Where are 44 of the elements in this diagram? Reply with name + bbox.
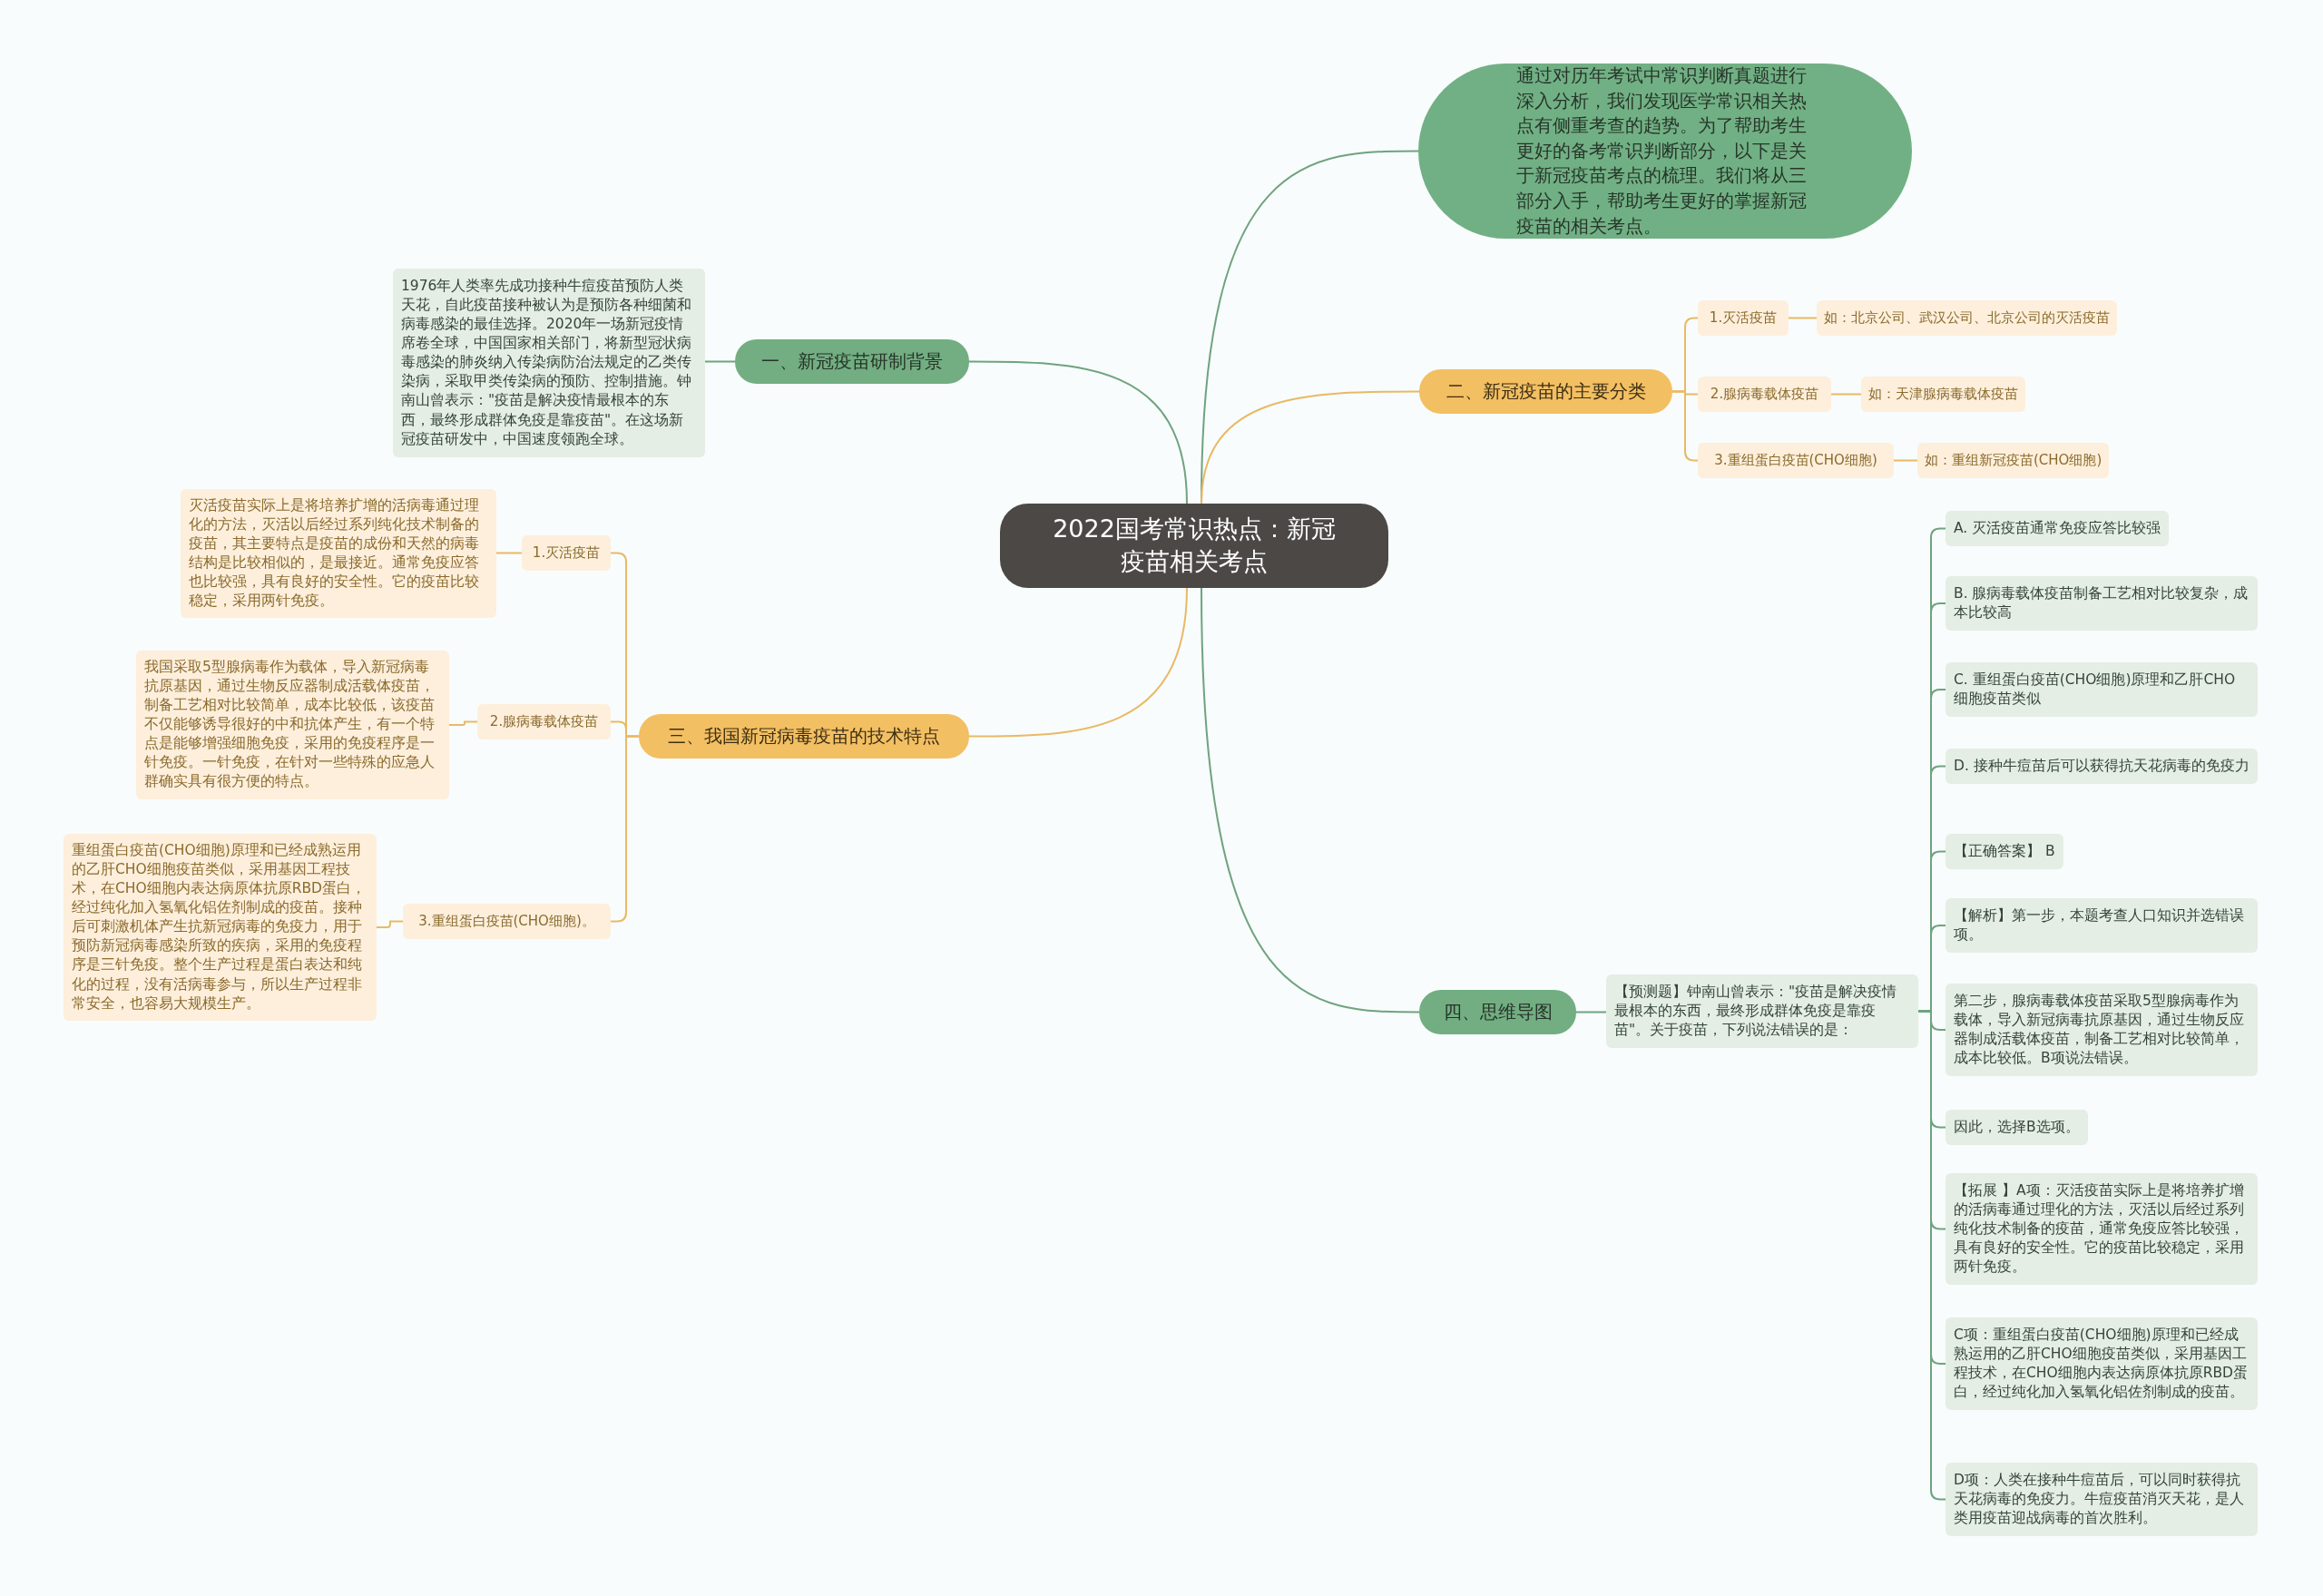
explanation-box: 【解析】第一步，本题考查人口知识并选错误项。 <box>1946 898 2258 954</box>
intro-bubble: 通过对历年考试中常识判断真题进行深入分析，我们发现医学常识相关热点有侧重考查的趋势。为了帮助考生更好的备考常识判断部分，以下是关于新冠疫苗考点的梳理。我们将从三部分入手，帮助考生更好的掌握新冠疫苗的相关考点。 <box>1418 64 1912 240</box>
connector-line <box>376 920 404 928</box>
explanation-box: 【拓展 】A项：灭活疫苗实际上是将培养扩增的活病毒通过理化的方法，灭活以后经过系列纯化技术制备的疫苗，通常免疫应答比较强，具有良好的安全性。它的疫苗比较稳定，采用两针免疫。 <box>1946 1173 2258 1286</box>
branch-topic: 三、我国新冠病毒疫苗的技术特点 <box>639 714 969 759</box>
question-box: 【预测题】钟南山曾表示："疫苗是解决疫情最根本的东西，最终形成群体免疫是靠疫苗"。关于疫苗，下列说法错误的是： <box>1606 974 1918 1049</box>
branch-topic: 二、新冠疫苗的主要分类 <box>1419 369 1672 414</box>
connector-line <box>1575 1011 1607 1013</box>
example-box: 如：天津腺病毒载体疫苗 <box>1861 377 2025 412</box>
option-box: A. 灭活疫苗通常免疫应答比较强 <box>1946 511 2170 546</box>
example-box: 如：重组新冠疫苗(CHO细胞) <box>1917 443 2110 478</box>
subtopic-box: 3.重组蛋白疫苗(CHO细胞) <box>1698 443 1894 478</box>
note-box: 1976年人类率先成功接种牛痘疫苗预防人类天花，自此疫苗接种被认为是预防各种细菌和病毒感染的最佳选择。2020年一场新冠疫情席卷全球，中国国家相关部门，将新型冠状病毒感染的肺炎纳入传染病防治法规定的乙类传染病，采取甲类传染病的预防、控制措施。钟南山曾表示："疫苗是解决疫情最根本的东西，最终形成群体免疫是靠疫苗"。在这场新冠疫苗研发中，中国速度领跑全球。 <box>393 269 705 457</box>
example-box: 如：北京公司、武汉公司、北京公司的灭活疫苗 <box>1817 300 2117 336</box>
explanation-box: C项：重组蛋白疫苗(CHO细胞)原理和已经成熟运用的乙肝CHO细胞疫苗类似，采用基因工程技术，在CHO细胞内表达病原体抗原RBD蛋白，经过纯化加入氢氧化铝佐剂制成的疫苗。 <box>1946 1317 2258 1411</box>
connector-line <box>1671 390 1699 462</box>
connector-line <box>448 720 478 726</box>
connector-line <box>968 587 1188 738</box>
subtopic-box: 2.腺病毒载体疫苗 <box>1698 377 1831 412</box>
option-box: D. 接种牛痘苗后可以获得抗天花病毒的免疫力 <box>1946 749 2258 785</box>
branch-topic: 一、新冠疫苗研制背景 <box>735 339 969 384</box>
note-box: 重组蛋白疫苗(CHO细胞)原理和已经成熟运用的乙肝CHO细胞疫苗类似，采用基因工程技术，在CHO细胞内表达病原体抗原RBD蛋白，经过纯化加入氢氧化铝佐剂制成的疫苗。接种后可刺激机体产生抗新冠病毒的免疫力，用于预防新冠病毒感染所致的疾病，采用的免疫程序是三针免疫。整个生产过程是蛋白表达和纯化的过程，没有活病毒参与，所以生产过程非常安全，也容易大规模生产。 <box>64 834 377 1021</box>
connector-line <box>1830 393 1862 396</box>
note-box: 我国采取5型腺病毒作为载体，导入新冠病毒抗原基因，通过生物反应器制成活载体疫苗，制备工艺相对比较简单，成本比较低，该疫苗不仅能够诱导很好的中和抗体产生，有一个特点是能够增强细胞免疫，采用的免疫程序是一针免疫。一针免疫，在针对一些特殊的应急人群确实具有很方便的特点。 <box>136 651 449 799</box>
note-box: 灭活疫苗实际上是将培养扩增的活病毒通过理化的方法，灭活以后经过系列纯化技术制备的疫苗，其主要特点是疫苗的成份和天然的病毒结构是比较相似的，是最接近。通常免疫应答也比较强，具有良好的安全性。它的疫苗比较稳定，采用两针免疫。 <box>181 489 496 619</box>
option-box: B. 腺病毒载体疫苗制备工艺相对比较复杂，成本比较高 <box>1946 576 2258 632</box>
central-topic: 2022国考常识热点：新冠疫苗相关考点 <box>1000 504 1388 588</box>
subtopic-box: 1.灭活疫苗 <box>1698 300 1789 336</box>
subtopic-box: 3.重组蛋白疫苗(CHO细胞)。 <box>403 904 611 939</box>
subtopic-box: 1.灭活疫苗 <box>522 535 611 571</box>
connector-line <box>1201 390 1420 504</box>
connector-line <box>495 552 523 554</box>
option-box: C. 重组蛋白疫苗(CHO细胞)原理和乙肝CHO细胞疫苗类似 <box>1946 662 2258 718</box>
connector-line <box>704 360 736 363</box>
explanation-box: 第二步，腺病毒载体疫苗采取5型腺病毒作为载体，导入新冠病毒抗原基因，通过生物反应器制成活载体疫苗，制备工艺相对比较简单，成本比较低。B项说法错误。 <box>1946 984 2258 1077</box>
branch-topic: 四、思维导图 <box>1419 990 1576 1034</box>
connector-line <box>1201 587 1420 1013</box>
explanation-box: D项：人类在接种牛痘苗后，可以同时获得抗天花病毒的免疫力。牛痘疫苗消灭天花，是人类用疫苗迎战病毒的首次胜利。 <box>1946 1463 2258 1537</box>
connector-line <box>968 360 1188 504</box>
answer-box: 【正确答案】 B <box>1946 834 2063 869</box>
subtopic-box: 2.腺病毒载体疫苗 <box>477 704 611 739</box>
connector-line <box>1788 317 1818 319</box>
connector-line <box>1893 459 1918 462</box>
conclusion-box: 因此，选择B选项。 <box>1946 1110 2088 1145</box>
